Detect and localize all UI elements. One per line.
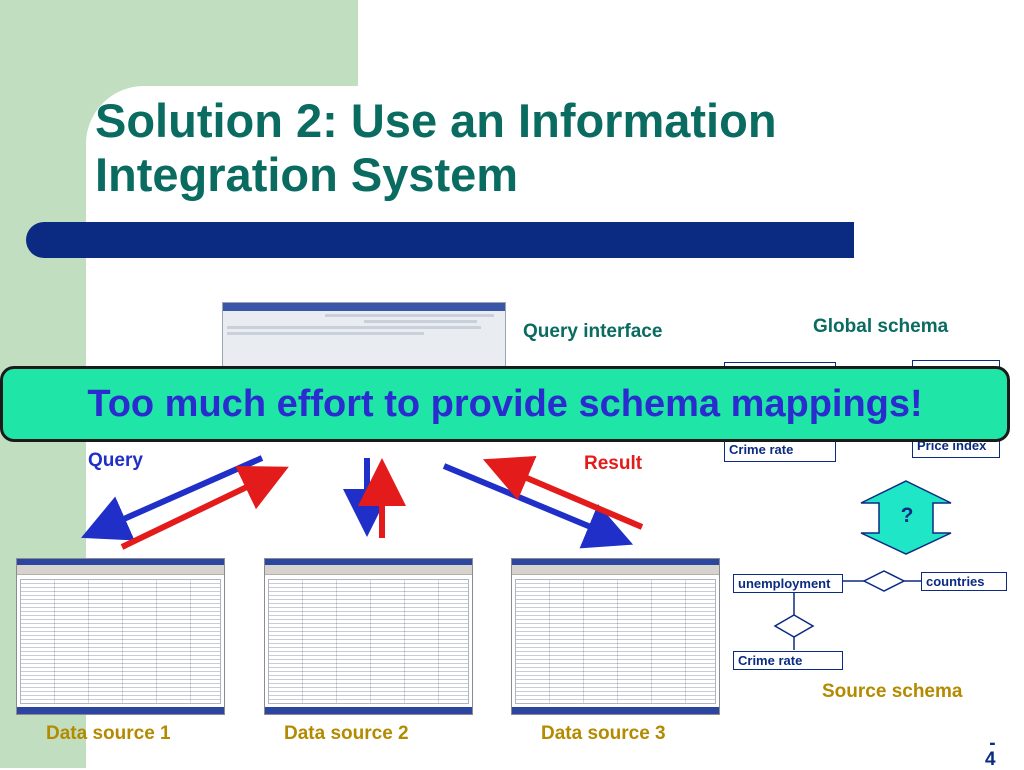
data-source-3-label: Data source 3 [541, 723, 666, 744]
source-countries-entity: countries [921, 572, 1007, 591]
data-source-3-spreadsheet [511, 558, 720, 715]
source-crime-rate-entity: Crime rate [733, 651, 843, 670]
global-schema-label: Global schema [813, 316, 949, 337]
spreadsheet-grid [268, 579, 469, 704]
query-interface-form-row [227, 326, 481, 329]
spreadsheet-titlebar [265, 559, 472, 565]
query-interface-search-row [324, 314, 494, 317]
page-number-dash: - [989, 733, 996, 754]
slide-page-number: - 4 [985, 733, 996, 770]
data-source-1-spreadsheet [16, 558, 225, 715]
mapping-question-mark: ? [900, 504, 914, 527]
query-interface-form-row-2 [227, 332, 425, 335]
query-interface-titlebar [223, 303, 505, 311]
data-source-2-label: Data source 2 [284, 723, 409, 744]
query-interface-label: Query interface [523, 321, 663, 342]
spreadsheet-titlebar [512, 559, 719, 565]
mapping-double-arrow [860, 480, 952, 555]
spreadsheet-toolbar [265, 565, 472, 575]
data-source-2-spreadsheet [264, 558, 473, 715]
query-label: Query [88, 450, 143, 471]
source-unemployment-entity: unemployment [733, 574, 843, 593]
source-relationship-diamond-1 [862, 570, 906, 592]
query-arrow-source-1 [81, 455, 264, 541]
spreadsheet-taskbar [265, 707, 472, 714]
title-line-2: Integration System [95, 148, 519, 201]
query-interface-options-row [364, 320, 477, 323]
spreadsheet-grid [515, 579, 716, 704]
spreadsheet-taskbar [17, 707, 224, 714]
spreadsheet-taskbar [512, 707, 719, 714]
title-line-1: Solution 2: Use an Information [95, 94, 777, 147]
source-relationship-diamond-2 [773, 614, 815, 638]
source-schema-label: Source schema [822, 681, 963, 702]
result-label: Result [584, 453, 643, 474]
spreadsheet-toolbar [17, 565, 224, 575]
spreadsheet-grid [20, 579, 221, 704]
spreadsheet-titlebar [17, 559, 224, 565]
spreadsheet-toolbar [512, 565, 719, 575]
query-arrow-source-3 [442, 463, 634, 549]
data-source-1-label: Data source 1 [46, 723, 171, 744]
title-underline-bar [26, 222, 854, 258]
page-number-value: 4 [985, 749, 996, 770]
result-arrow-source-1 [120, 465, 289, 550]
result-arrow-source-3 [482, 456, 644, 530]
slide-title: Solution 2: Use an Information Integrati… [95, 94, 995, 202]
mapping-effort-banner: Too much effort to provide schema mappin… [0, 366, 1010, 442]
